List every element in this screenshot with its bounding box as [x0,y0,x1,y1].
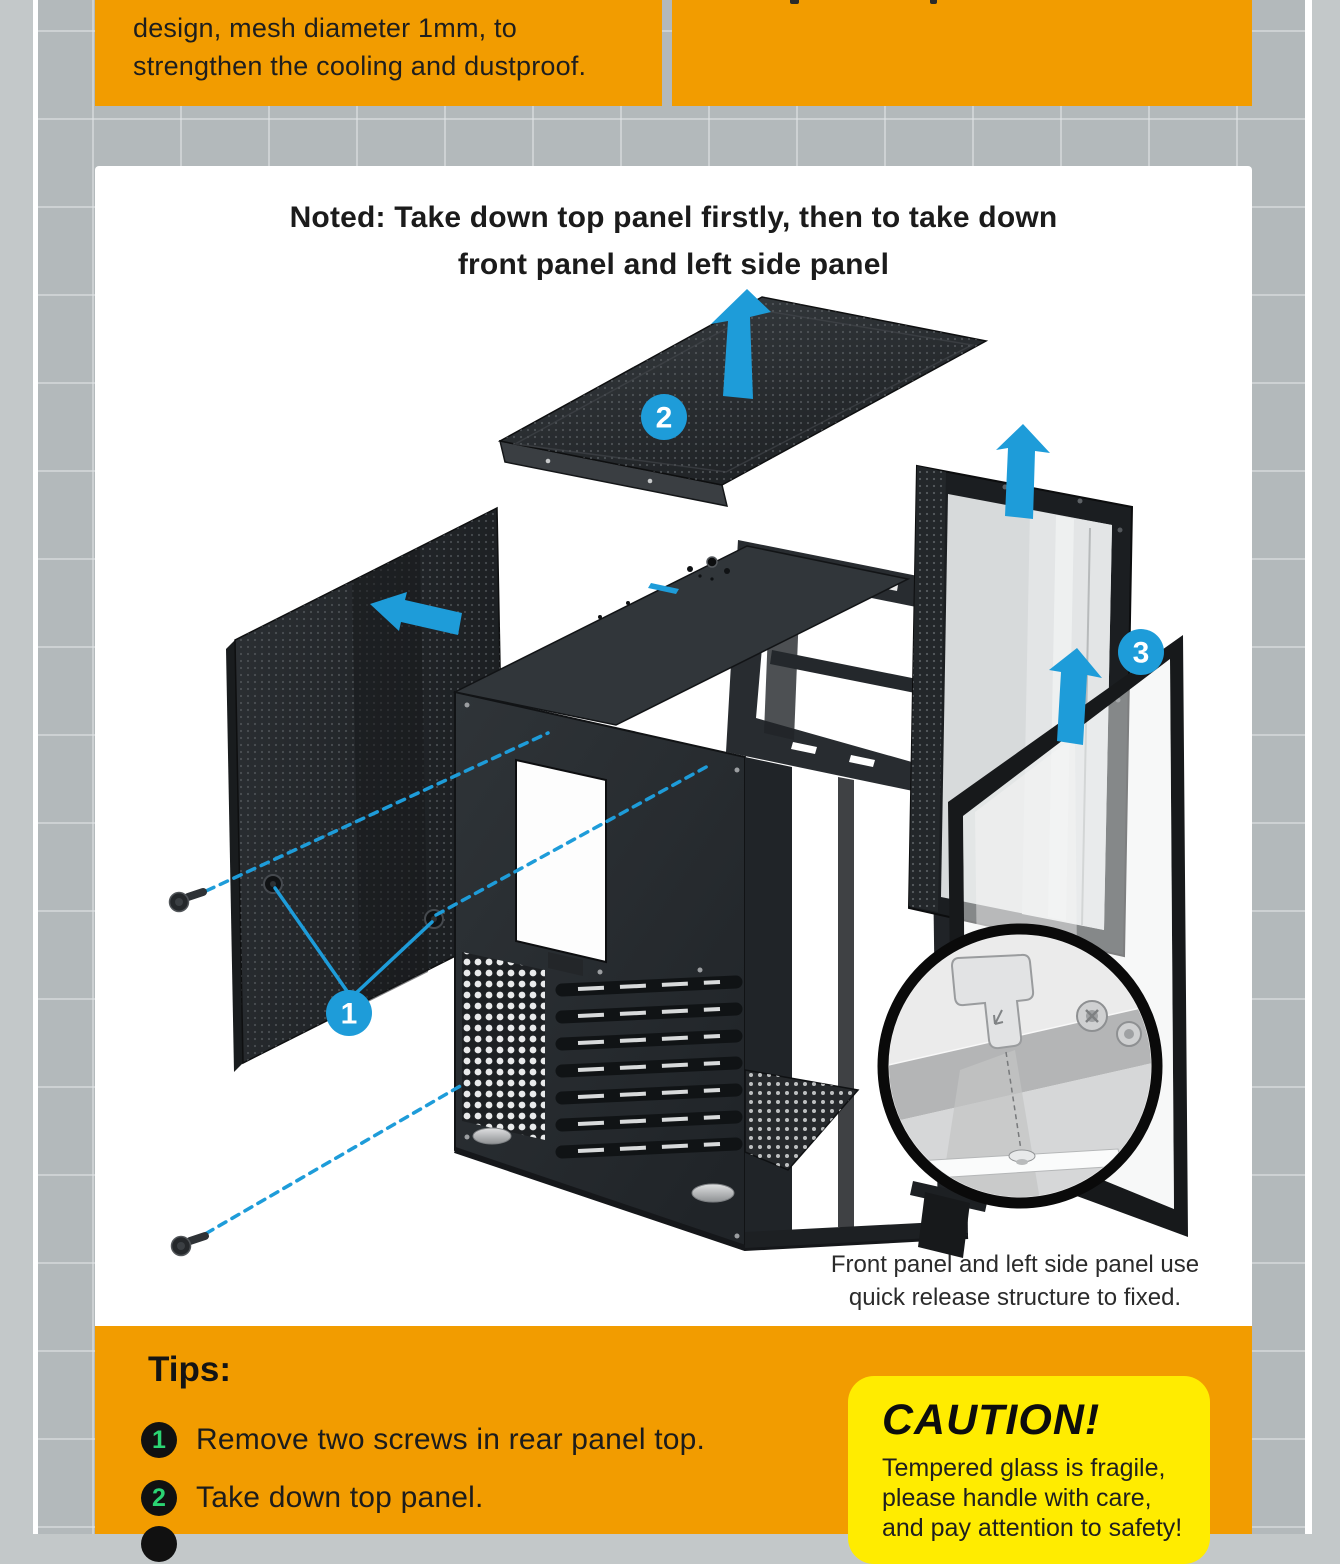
right-white-strip [1305,0,1312,1534]
caution-box: CAUTION! Tempered glass is fragile, plea… [848,1376,1210,1564]
note-heading: Noted: Take down top panel firstly, then… [95,194,1252,288]
note-heading-line2: front panel and left side panel [457,248,890,281]
cutoff-text-mark [790,0,799,4]
inset-screw [1116,1021,1142,1047]
io-ports [598,556,730,619]
glass-panel-foot [918,1192,970,1258]
case-foot [691,1183,735,1203]
tip-number-badge: 1 [141,1422,177,1458]
tip-text: Take down top panel. [196,1481,484,1514]
note-heading-line1: Noted: Take down top panel firstly, then… [289,201,1058,234]
arrow-up-front-panel [996,424,1050,519]
inset-caption-line2: quick release structure to fixed. [848,1284,1182,1311]
tips-heading: Tips: [148,1350,231,1389]
case-chassis [452,540,969,1252]
tips-section: Tips: 1 Remove two screws in rear panel … [95,1326,1252,1564]
pci-slots [555,975,743,1159]
tip-item-3-partial-badge [141,1526,177,1562]
screw-callouts [168,731,710,1257]
inset-caption-line1: Front panel and left side panel use [830,1251,1200,1278]
exploded-view-diagram: 2 [168,289,1188,1258]
step-badge-2: 2 [641,394,687,440]
svg-text:1: 1 [341,998,358,1031]
inset-caption: Front panel and left side panel use quic… [760,1248,1270,1314]
tip-item-1: 1 Remove two screws in rear panel top. [141,1422,705,1458]
usb-port [648,583,679,594]
cutoff-text-mark [930,0,937,4]
inset-screw [1076,1000,1108,1032]
arrow-up-side-glass [1049,648,1102,745]
top-banner-left-box: design, mesh diameter 1mm, to strengthen… [95,0,662,106]
left-mesh-panel [226,506,506,1072]
tip-number-badge: 2 [141,1480,177,1516]
banner-text-line1: design, mesh diameter 1mm, to [133,13,517,43]
quick-release-inset [877,923,1163,1209]
arrow-left-side-panel [370,592,462,635]
banner-text-line2: strengthen the cooling and dustproof. [133,51,587,81]
caution-line2: please handle with care, [882,1484,1152,1512]
screw [168,888,207,913]
step-badge-3: 3 [1118,629,1164,675]
caution-line1: Tempered glass is fragile, [882,1454,1166,1482]
svg-text:3: 3 [1133,637,1150,670]
top-banner-left-text: design, mesh diameter 1mm, to strengthen… [95,0,662,85]
screw [170,1232,209,1257]
svg-text:2: 2 [656,402,673,435]
tip-item-2: 2 Take down top panel. [141,1480,484,1516]
arrow-up-top-panel [711,289,771,399]
step-badge-1: 1 [326,990,372,1036]
tip-text: Remove two screws in rear panel top. [196,1423,706,1456]
case-foot [472,1127,512,1145]
top-banner-right-box [672,0,1252,106]
caution-title: CAUTION! [882,1396,1101,1444]
caution-line3: and pay attention to safety! [882,1514,1183,1542]
left-white-strip [33,0,38,1534]
keyhole-slot [950,953,1035,1050]
